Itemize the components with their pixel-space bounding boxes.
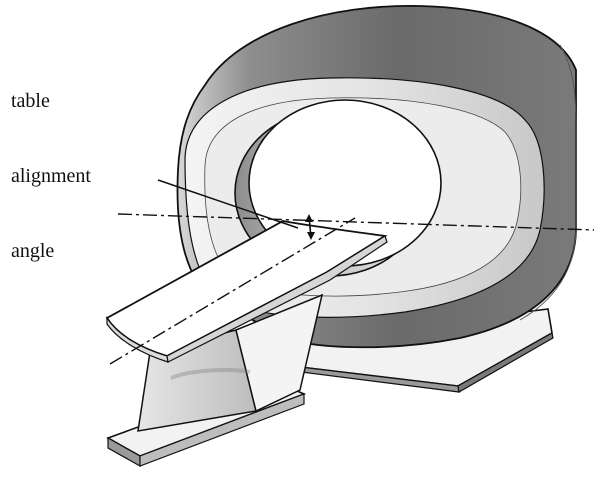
table-axis-line xyxy=(109,217,356,365)
annotation-leader-line xyxy=(157,179,299,229)
label-line-2: alignment xyxy=(11,165,91,187)
gantry-axis-line xyxy=(117,213,594,231)
table-alignment-angle-label: table alignment angle xyxy=(11,39,91,314)
alignment-angle-marker xyxy=(305,214,315,240)
table-top xyxy=(105,220,388,363)
label-line-1: table xyxy=(11,90,50,112)
label-line-3: angle xyxy=(11,240,55,262)
